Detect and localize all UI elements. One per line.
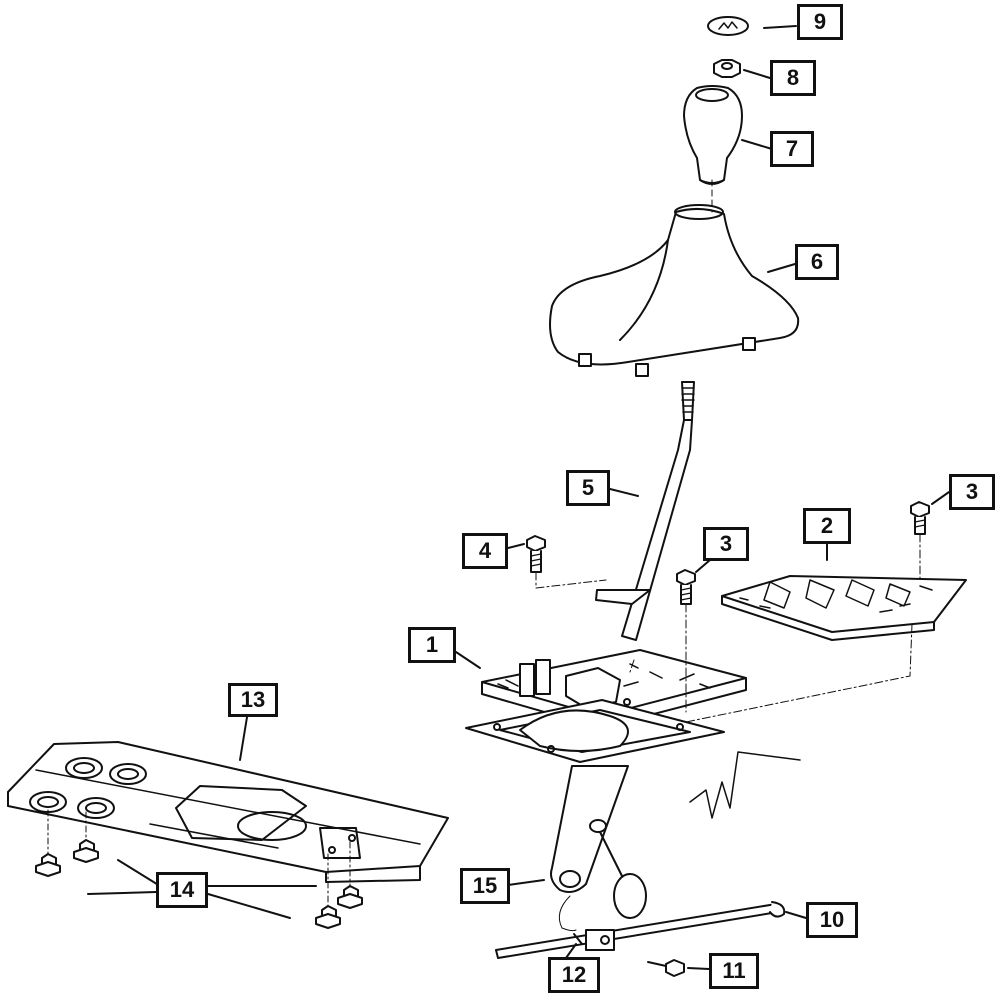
callout-15: 15 xyxy=(460,868,510,904)
part-6-shift-boot xyxy=(549,204,800,377)
callout-2: 2 xyxy=(803,508,851,544)
part-1-shifter-base xyxy=(465,649,747,763)
lower-lever-arm xyxy=(550,765,647,919)
callout-3-center: 3 xyxy=(703,527,749,561)
part-9-cap xyxy=(707,16,749,36)
part-13-floor-plate xyxy=(7,741,449,883)
callout-7: 7 xyxy=(770,131,814,167)
part-8-nut xyxy=(713,59,741,78)
part-3-bolt-center xyxy=(676,569,696,605)
callout-11: 11 xyxy=(709,953,759,989)
part-14-bolts xyxy=(35,809,363,929)
part-11-bolt xyxy=(647,959,685,977)
part-10-12-linkage xyxy=(495,895,786,959)
callout-8b: 8 xyxy=(770,60,816,96)
part-7-shift-knob xyxy=(683,85,743,185)
part-4-bolt xyxy=(526,535,546,573)
assembly-lines xyxy=(535,533,921,723)
callout-3-right: 3 xyxy=(949,474,995,510)
part-2-bezel-plate xyxy=(721,575,967,641)
callout-4: 4 xyxy=(462,533,508,569)
callout-12: 12 xyxy=(548,957,600,993)
callout-6: 6 xyxy=(795,244,839,280)
break-line xyxy=(689,751,801,819)
leader-lines xyxy=(87,25,950,970)
callout-13: 13 xyxy=(228,683,278,717)
callout-14: 14 xyxy=(156,872,208,908)
callout-10: 10 xyxy=(806,902,858,938)
callout-1: 1 xyxy=(408,627,456,663)
callout-5: 5 xyxy=(566,470,610,506)
part-3-bolt-right xyxy=(910,501,930,535)
part-5-shift-lever xyxy=(595,381,695,641)
callout-9b: 9 xyxy=(797,4,843,40)
